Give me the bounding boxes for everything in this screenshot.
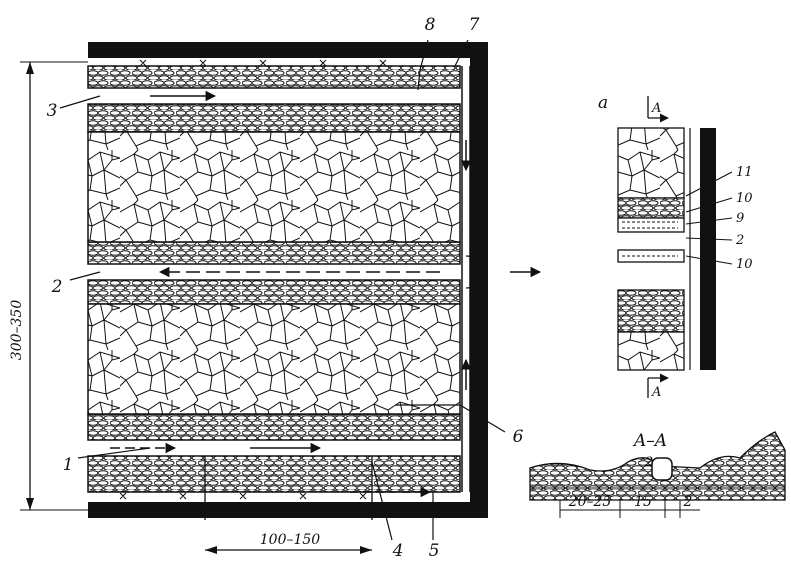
callout-6: 6 bbox=[513, 427, 524, 447]
rubble-strip bbox=[87, 241, 461, 265]
rubble-strip-top bbox=[87, 65, 461, 89]
cut-mark-bottom: A bbox=[651, 385, 661, 400]
section-AA-dim-3: 2 bbox=[683, 494, 693, 510]
section-a-title: a bbox=[598, 93, 608, 113]
callout-7: 7 bbox=[469, 15, 480, 35]
section-a-callout-11: 11 bbox=[736, 165, 753, 180]
callout-5: 5 bbox=[429, 541, 440, 561]
section-AA-drift bbox=[651, 457, 673, 481]
callout-8: 8 bbox=[425, 15, 436, 35]
rubble-strip bbox=[87, 413, 461, 441]
section-a-callout-2: 2 bbox=[735, 233, 744, 248]
section-a-callout-10: 10 bbox=[736, 191, 753, 206]
callout-2: 2 bbox=[51, 277, 63, 297]
section-a-callout-10b: 10 bbox=[736, 257, 753, 272]
height-dimension-label: 300–350 bbox=[9, 300, 25, 361]
callout-4: 4 bbox=[392, 541, 404, 561]
bottom-boundary-wall bbox=[88, 502, 480, 518]
right-boundary-wall bbox=[470, 42, 488, 518]
top-boundary-wall bbox=[88, 42, 480, 58]
section-a-view: a A A 11 10 9 2 10 bbox=[598, 93, 753, 400]
section-AA-dim-2: 15 bbox=[634, 494, 652, 510]
rubble-strip bbox=[87, 103, 461, 133]
cut-mark-top: A bbox=[651, 101, 661, 116]
rubble-strip-bottom bbox=[87, 455, 461, 493]
callout-1: 1 bbox=[63, 455, 74, 475]
plan-view: 300–350 100–150 1 2 3 4 5 6 7 8 bbox=[9, 15, 542, 561]
block-zone-upper bbox=[87, 131, 461, 243]
block-zone-lower bbox=[87, 303, 461, 415]
section-AA-view: A–A 2 20–25 15 2 bbox=[529, 431, 786, 518]
section-AA-callout-2: 2 bbox=[644, 455, 653, 470]
x-marks bbox=[119, 59, 387, 500]
section-AA-dim-1: 20–25 bbox=[568, 494, 612, 510]
section-AA-title: A–A bbox=[632, 431, 667, 451]
rubble-strip bbox=[87, 279, 461, 305]
spacing-dimension-label: 100–150 bbox=[260, 532, 321, 548]
callout-3: 3 bbox=[47, 101, 58, 121]
airflow-arrows bbox=[110, 90, 542, 498]
section-a-callout-9: 9 bbox=[736, 211, 744, 226]
